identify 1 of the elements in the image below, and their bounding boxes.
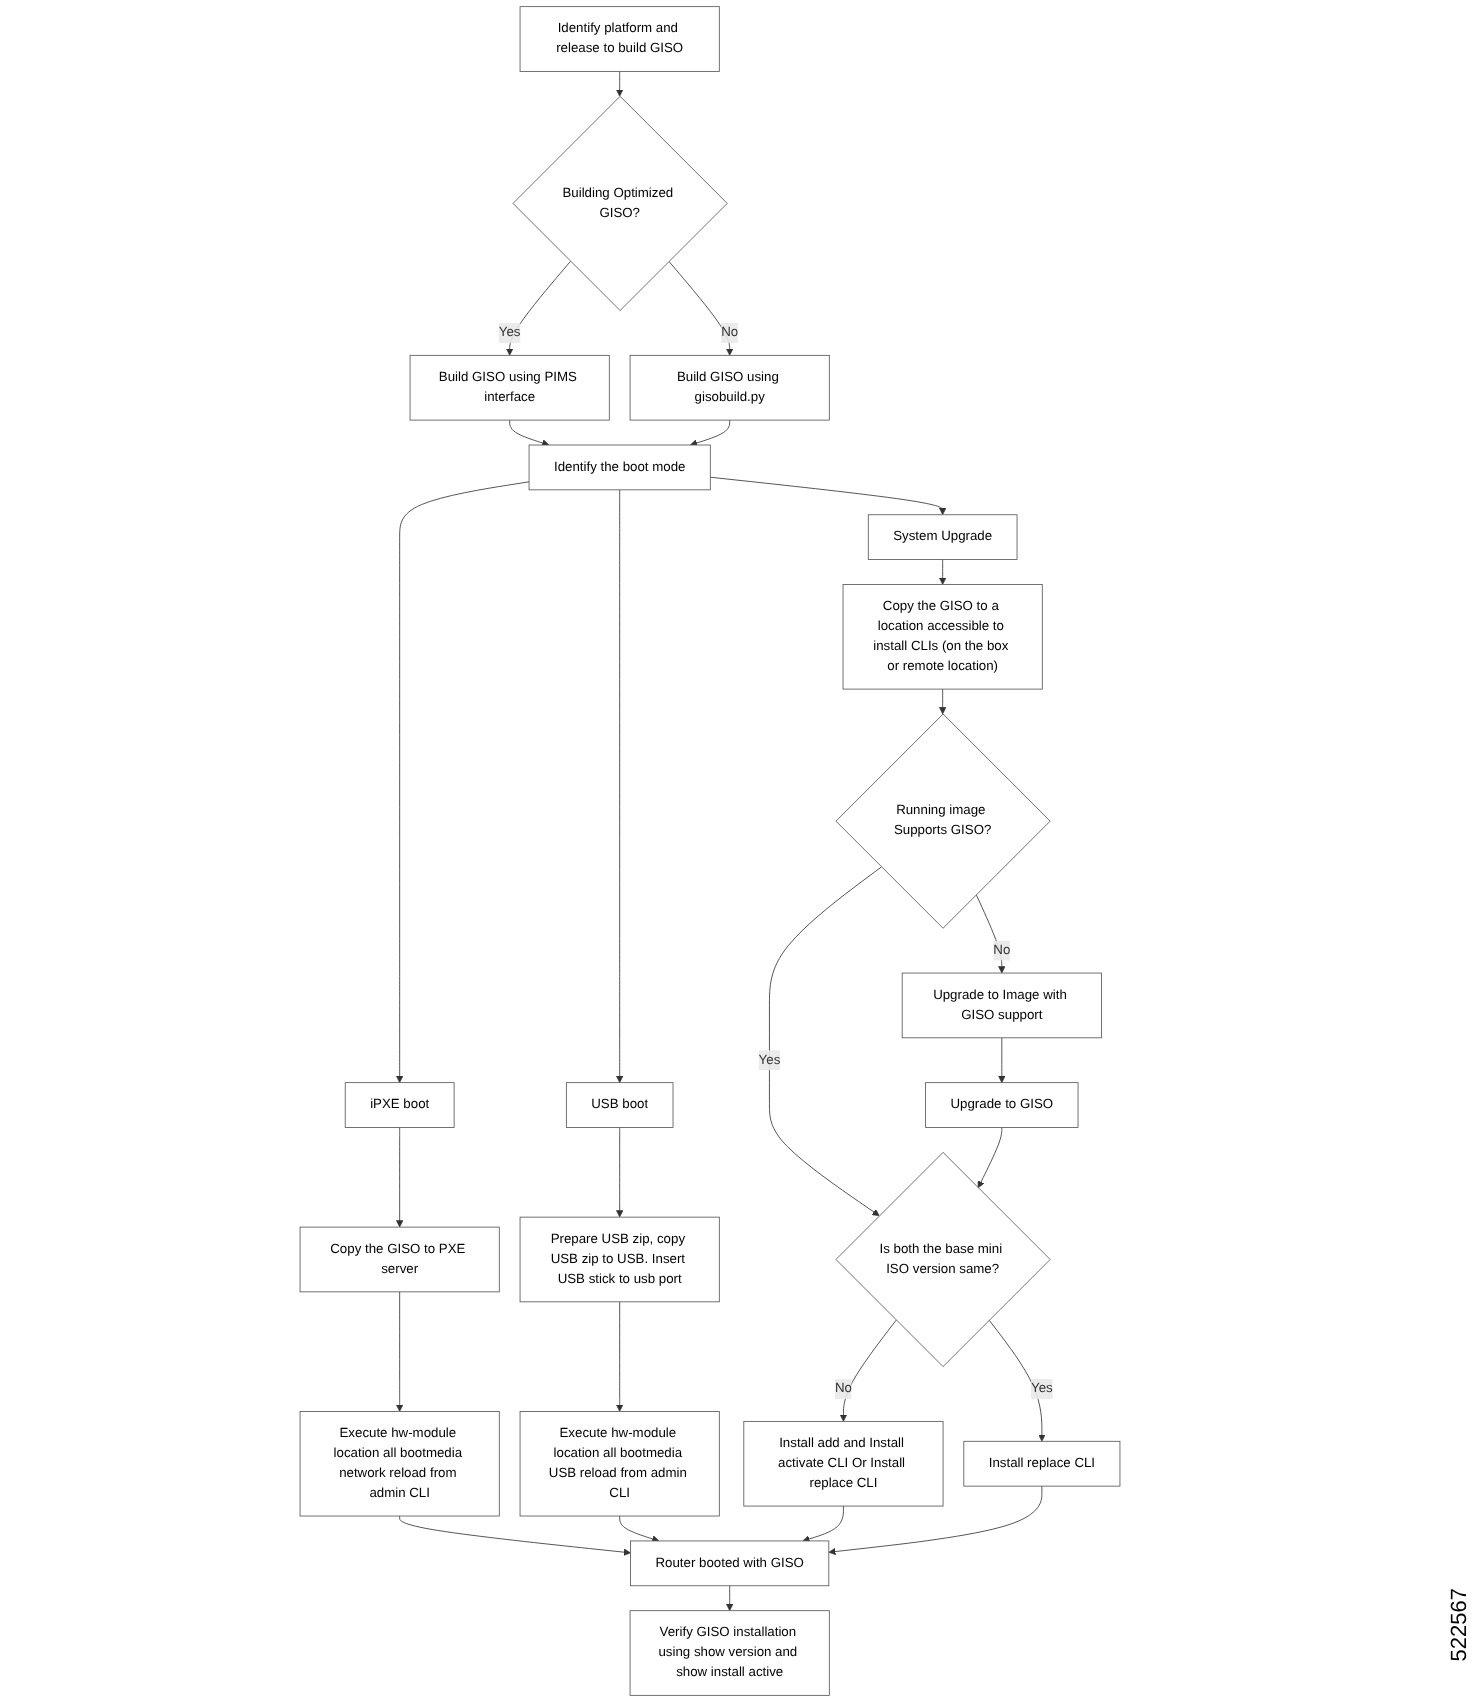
figure-number: 522567 [1448, 1588, 1472, 1662]
